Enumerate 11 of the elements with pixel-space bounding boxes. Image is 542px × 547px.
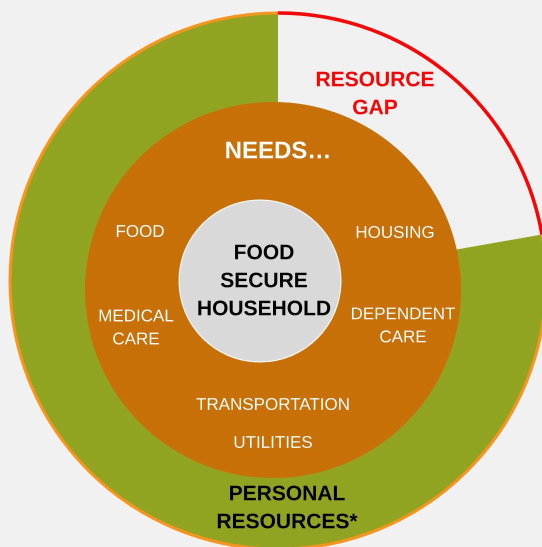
- needs-label: MEDICAL CARE: [100, 309, 174, 345]
- heading: NEEDS…: [226, 142, 329, 158]
- household-circle: [178, 200, 342, 362]
- gap-label: RESOURCE GAP: [316, 72, 434, 114]
- ring-label: PERSONAL RESOURCES*: [218, 486, 358, 528]
- needs-label: DEPENDENT CARE: [352, 308, 456, 342]
- needs-label: UTILITIES: [234, 436, 312, 448]
- center-label: FOOD SECURE HOUSEHOLD: [198, 244, 330, 316]
- needs-label: TRANSPORTATION: [196, 398, 349, 410]
- needs-label: FOOD: [116, 224, 164, 238]
- needs-label: HOUSING: [356, 226, 434, 238]
